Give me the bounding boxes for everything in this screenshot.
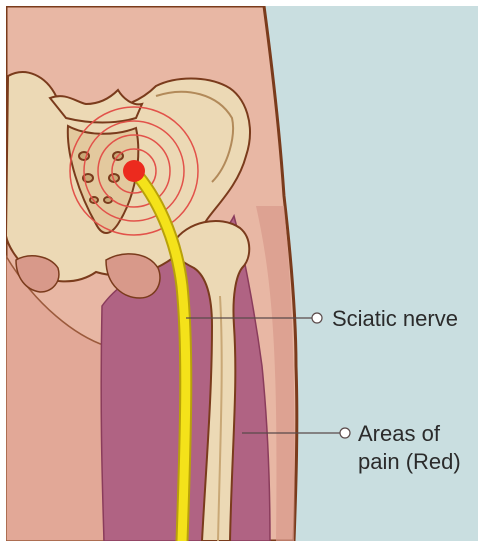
areas-of-pain-label: Areas of pain (Red) (358, 420, 461, 476)
sciatica-diagram: Sciatic nerve Areas of pain (Red) (6, 6, 478, 541)
pain-point (123, 160, 145, 182)
areas-of-pain-line2: pain (Red) (358, 448, 461, 476)
pain-leader-dot (340, 428, 350, 438)
sciatic-nerve-label: Sciatic nerve (332, 305, 458, 333)
areas-of-pain-line1: Areas of (358, 420, 461, 448)
sciatic-leader-dot (312, 313, 322, 323)
